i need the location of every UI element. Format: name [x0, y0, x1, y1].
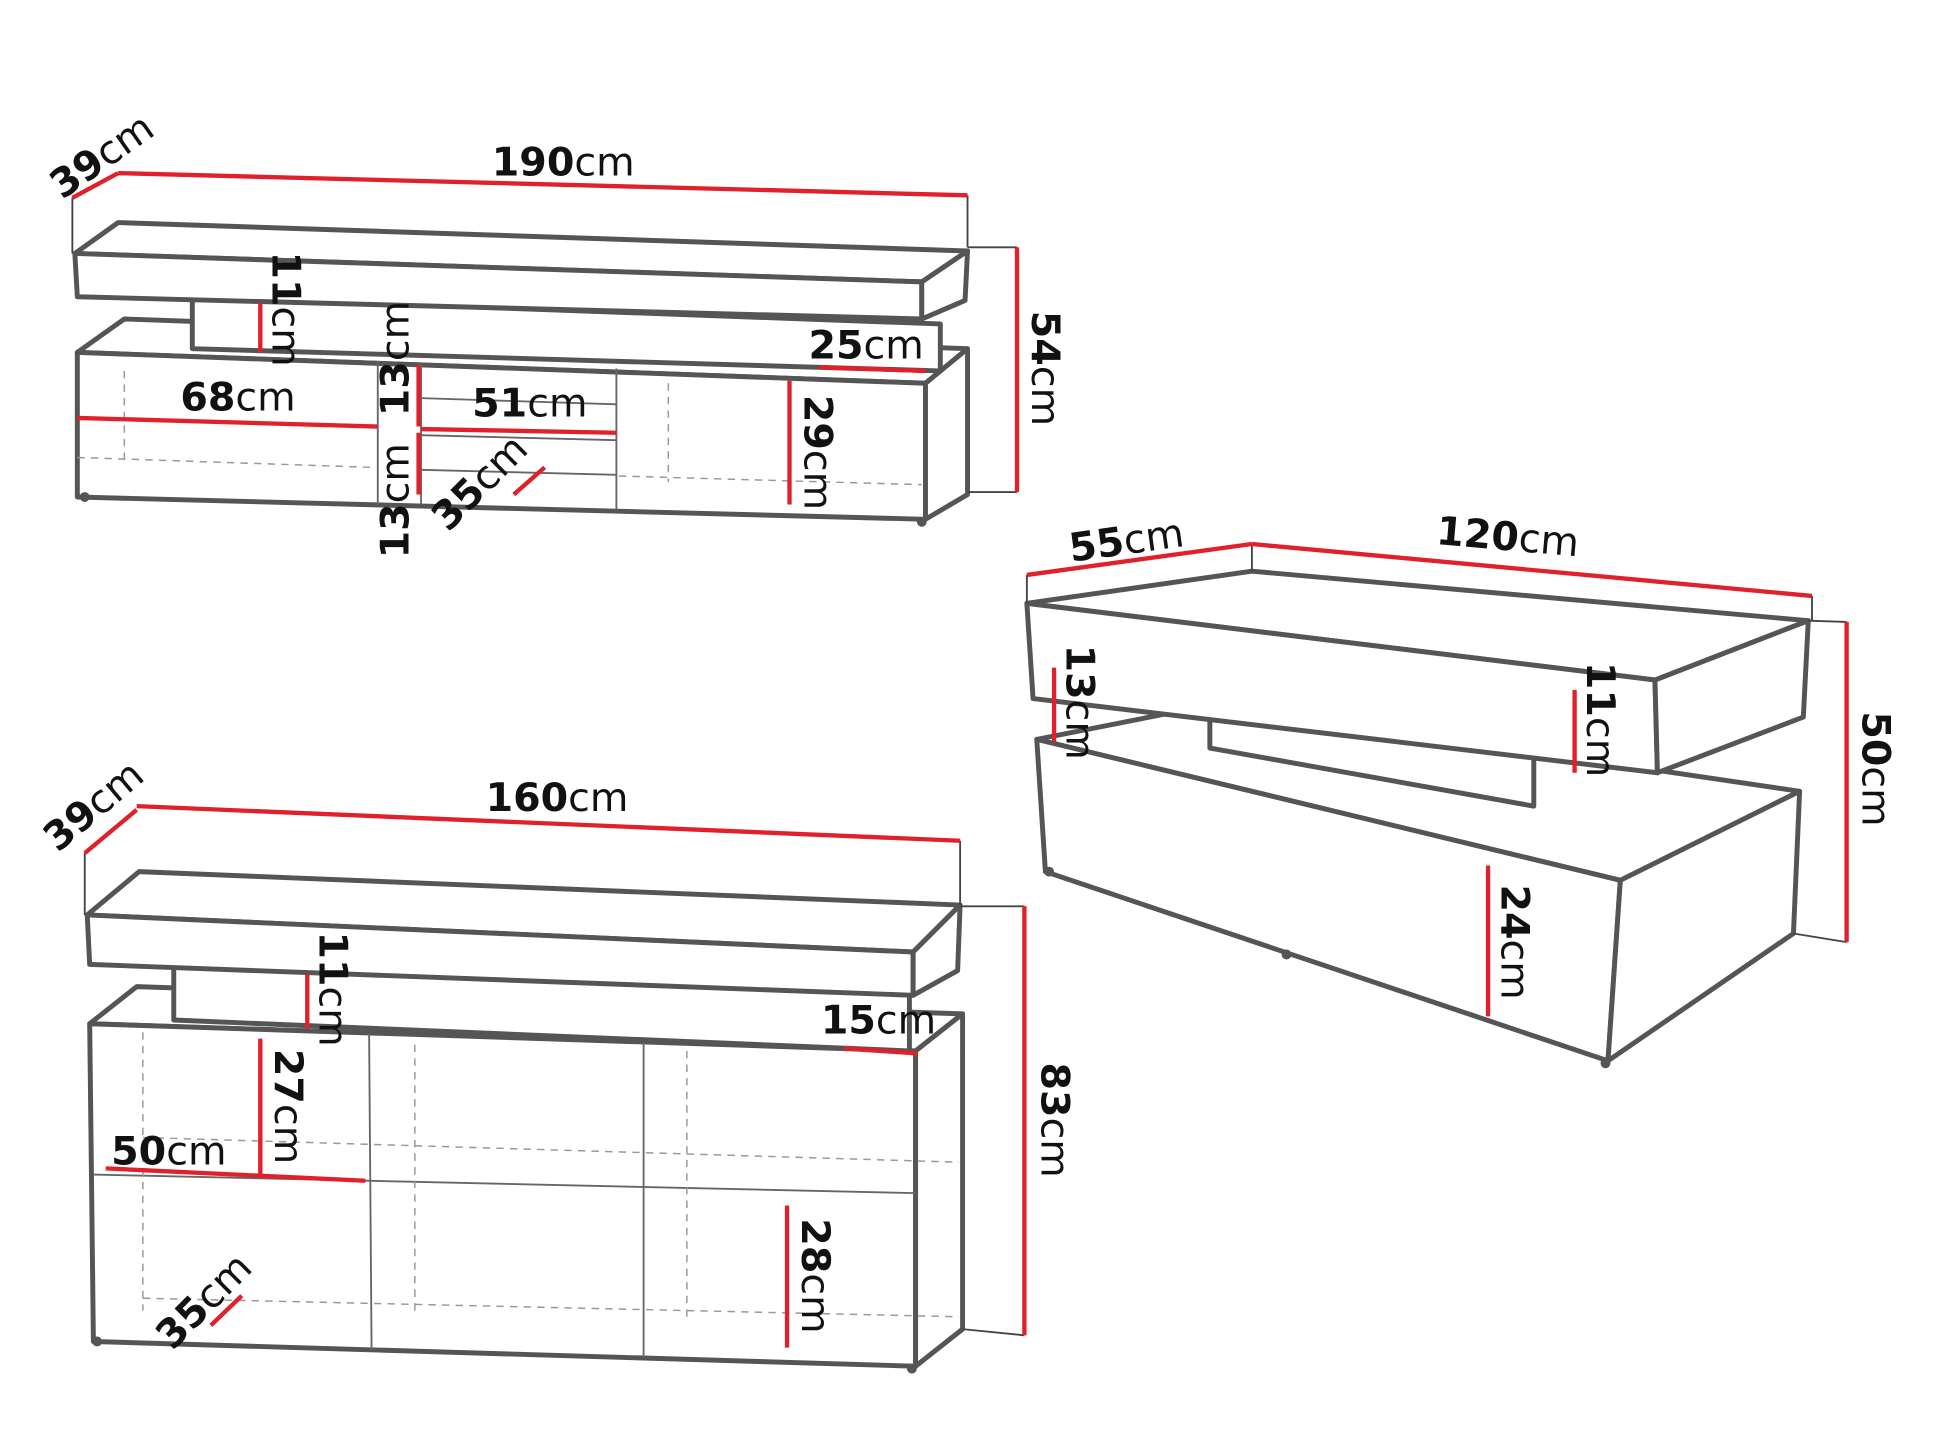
table-top-thickness-label: 11cm: [1577, 662, 1623, 777]
sideboard-gap-label: 11cm: [310, 931, 356, 1046]
sideboard-height-label: 83cm: [1032, 1063, 1078, 1178]
tv-overhang-line: [819, 365, 926, 374]
sideboard-lower-height-label: 28cm: [792, 1218, 838, 1333]
tv-inner-depth-line: [512, 465, 547, 497]
table-gap-label: 13cm: [1056, 645, 1102, 760]
tv-gap-label: 11cm: [263, 251, 309, 366]
sideboard-compartment-width-line: [105, 1166, 366, 1183]
table-height-label: 50cm: [1853, 711, 1899, 826]
tv-lower-shelf-label: 13cm: [373, 443, 419, 558]
sideboard-top-slab-side: [910, 902, 963, 998]
sideboard-drawing: 39cm 160cm 83cm 11cm 15cm 27cm 50cm 28cm…: [35, 751, 1078, 1374]
tv-middle-width-line: [420, 426, 617, 435]
tv-middle-width-label: 51cm: [472, 381, 587, 427]
sideboard-width-line: [136, 803, 961, 843]
tv-left-width-line: [77, 415, 378, 429]
sideboard-compartment-width-label: 50cm: [111, 1129, 226, 1175]
tv-stand-drawing: 39cm 190cm 54cm 11cm 13cm 25cm 68cm 51cm…: [42, 104, 1068, 558]
sideboard-inner-depth-line: [209, 1294, 244, 1327]
table-depth-label: 55cm: [1066, 510, 1187, 572]
tv-upper-shelf-label: 13cm: [373, 301, 419, 416]
table-width-line: [1251, 541, 1813, 599]
tv-height-label: 54cm: [1022, 311, 1068, 426]
tv-stand-top-slab-side: [919, 248, 971, 322]
tv-depth-label: 39cm: [42, 104, 163, 208]
tv-overhang-label: 25cm: [808, 323, 923, 369]
sideboard-overhang-line: [843, 1046, 919, 1056]
tv-stand-body-side: [923, 346, 971, 522]
tv-right-height-label: 29cm: [794, 395, 840, 510]
sideboard-depth-line: [83, 808, 139, 855]
tv-left-width-label: 68cm: [180, 374, 295, 420]
tv-width-line: [118, 170, 968, 198]
tv-depth-line: [71, 171, 120, 200]
coffee-table-top-side: [1652, 618, 1811, 776]
tv-width-label: 190cm: [492, 140, 635, 186]
sideboard-body-side: [913, 1011, 966, 1369]
sideboard-width-label: 160cm: [486, 775, 629, 821]
sideboard-overhang-label: 15cm: [821, 998, 936, 1044]
table-base-height-label: 24cm: [1492, 884, 1538, 999]
table-width-label: 120cm: [1435, 508, 1581, 566]
table-depth-line: [1026, 541, 1253, 578]
coffee-table-drawing: 55cm 120cm 50cm 13cm 11cm 24cm: [1024, 508, 1899, 1069]
sideboard-upper-height-label: 27cm: [265, 1049, 311, 1164]
